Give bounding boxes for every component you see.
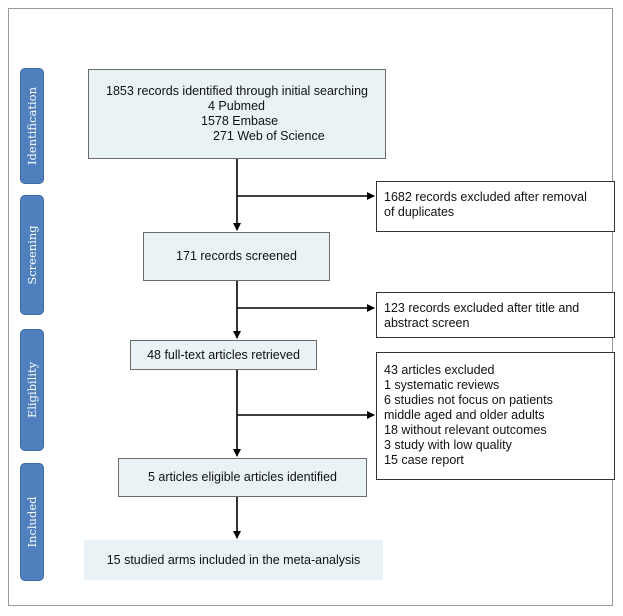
fulltext-excluded-total: 43 articles excluded xyxy=(384,363,495,377)
fulltext-excluded-box: 43 articles excluded 1 systematic review… xyxy=(376,352,615,480)
fulltext-excluded-reason: 18 without relevant outcomes xyxy=(384,423,547,437)
fulltext-excluded-reason: 15 case report xyxy=(384,453,464,467)
source-pubmed: 4 Pubmed xyxy=(208,99,265,113)
fulltext-box: 48 full-text articles retrieved xyxy=(130,340,317,370)
included-box: 15 studied arms included in the meta-ana… xyxy=(84,540,383,580)
eligible-box: 5 articles eligible articles identified xyxy=(118,458,367,497)
stage-screening: Screening xyxy=(20,195,44,315)
stage-included: Included xyxy=(20,463,44,581)
source-web-of-science: 271 Web of Science xyxy=(213,129,325,143)
eligible-label: 5 articles eligible articles identified xyxy=(148,470,337,484)
fulltext-excluded-reason: 6 studies not focus on patients xyxy=(384,393,553,407)
identification-box: 1853 records identified through initial … xyxy=(88,69,386,159)
stage-identification: Identification xyxy=(20,68,44,184)
duplicates-excluded-line2: of duplicates xyxy=(384,205,455,219)
source-embase: 1578 Embase xyxy=(201,114,279,128)
duplicates-excluded-line1: 1682 records excluded after removal xyxy=(384,190,587,204)
stage-eligibility: Eligibility xyxy=(20,329,44,451)
screened-label: 171 records screened xyxy=(176,249,297,263)
title-abstract-excluded-box: 123 records excluded after title and abs… xyxy=(376,292,615,338)
fulltext-excluded-reason: 1 systematic reviews xyxy=(384,378,500,392)
fulltext-excluded-reason: middle aged and older adults xyxy=(384,408,545,422)
duplicates-excluded-box: 1682 records excluded after removal of d… xyxy=(376,181,615,232)
identification-title: 1853 records identified through initial … xyxy=(106,84,368,98)
fulltext-label: 48 full-text articles retrieved xyxy=(147,347,300,362)
included-label: 15 studied arms included in the meta-ana… xyxy=(106,552,361,567)
title-abstract-excluded-line1: 123 records excluded after title and xyxy=(384,301,580,315)
fulltext-excluded-reason: 3 study with low quality xyxy=(384,438,512,452)
screened-box: 171 records screened xyxy=(143,232,330,281)
title-abstract-excluded-line2: abstract screen xyxy=(384,316,470,330)
